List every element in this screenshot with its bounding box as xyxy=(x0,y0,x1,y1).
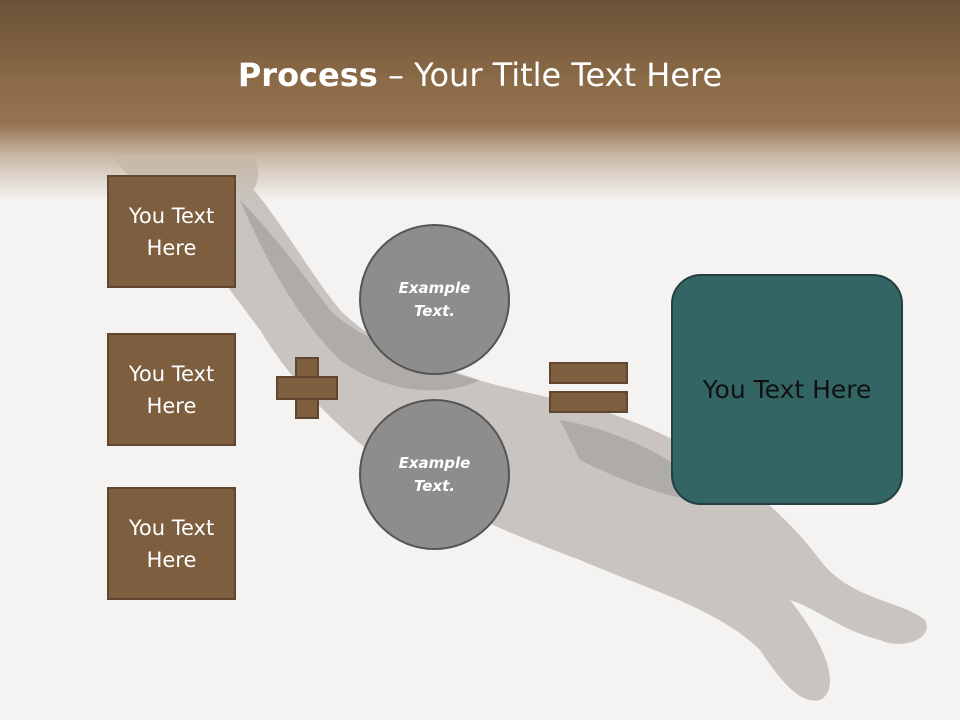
left-box-3: You Text Here xyxy=(107,487,236,600)
left-box-2: You Text Here xyxy=(107,333,236,446)
slide-title: Process – Your Title Text Here xyxy=(0,52,960,98)
left-box-1: You Text Here xyxy=(107,175,236,288)
title-rest: – Your Title Text Here xyxy=(377,56,723,94)
header-band xyxy=(0,0,960,200)
circle-1: Example Text. xyxy=(359,224,510,375)
circle-2: Example Text. xyxy=(359,399,510,550)
equals-icon-top-bar xyxy=(549,362,628,384)
result-box: You Text Here xyxy=(671,274,903,505)
equals-icon-bottom-bar xyxy=(549,391,628,413)
title-bold: Process xyxy=(237,56,378,94)
plus-icon-center xyxy=(297,378,317,398)
